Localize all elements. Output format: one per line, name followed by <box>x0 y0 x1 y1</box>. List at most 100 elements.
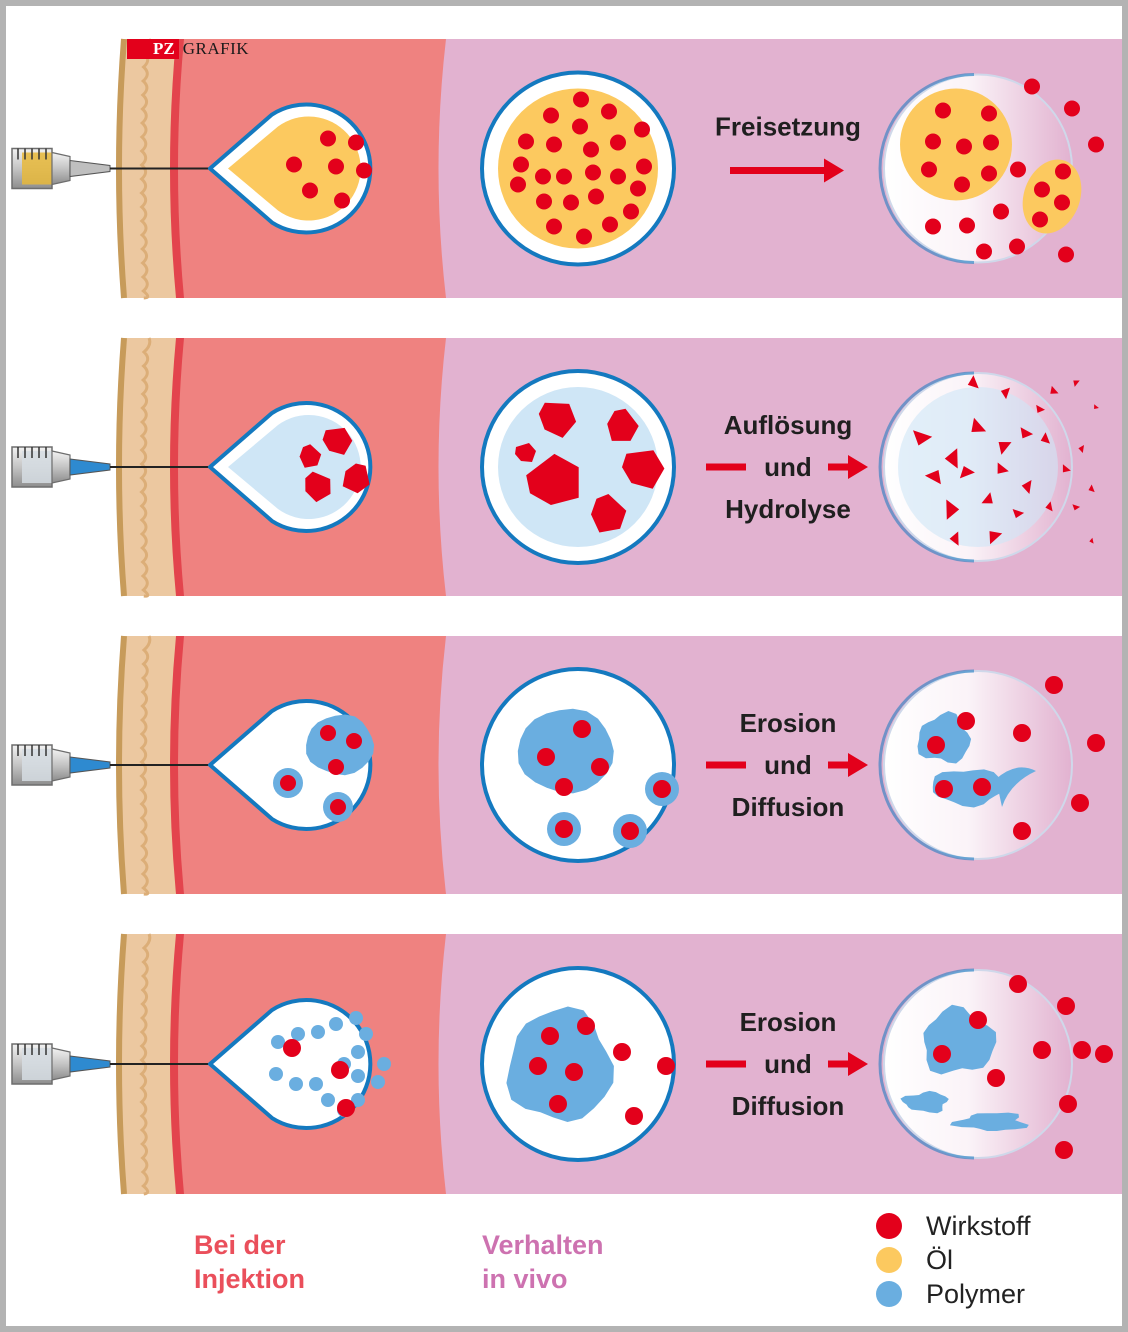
caption-injection-line-1: Bei der <box>194 1230 286 1260</box>
drug-particle <box>987 1069 1005 1087</box>
polymer-bead <box>329 1017 343 1031</box>
drug-particle <box>969 1011 987 1029</box>
caption-injection: Bei der Injektion <box>194 1228 305 1296</box>
release-mechanism-diagram: FreisetzungAuflösungundHydrolyseErosionu… <box>11 38 1122 1196</box>
release-arrow-head <box>824 158 844 183</box>
caption-in-vivo-line-2: in vivo <box>482 1264 568 1294</box>
syringe-neck <box>51 748 71 782</box>
drug-fragment <box>971 417 987 432</box>
drug-particle <box>302 182 318 199</box>
legend-swatch-polymer <box>876 1281 902 1307</box>
syringe-neck <box>51 151 71 186</box>
drug-particle <box>546 218 562 235</box>
drug-particle <box>536 193 552 210</box>
drug-particle <box>957 712 975 730</box>
drug-particle <box>330 799 346 815</box>
drug-particle <box>613 1043 631 1061</box>
drug-particle <box>636 158 652 175</box>
drug-fragment <box>913 430 933 446</box>
drug-particle <box>602 216 618 233</box>
drug-particle <box>1054 194 1070 211</box>
drug-fragment <box>989 531 1003 545</box>
release-circle-edge <box>878 73 975 264</box>
polymer-bead <box>351 1045 365 1059</box>
drug-particle <box>331 1061 349 1079</box>
drug-fragment <box>944 448 958 469</box>
drug-particle <box>601 103 617 120</box>
drug-particle <box>933 1045 951 1063</box>
drug-fragment <box>1072 504 1081 511</box>
polymer-bead <box>351 1069 365 1083</box>
drug-crystal <box>607 408 639 441</box>
drug-particle <box>976 243 992 260</box>
drug-particle <box>653 780 671 798</box>
legend-item-oel: Öl <box>876 1243 1031 1277</box>
syringe-neck <box>51 450 71 484</box>
release-circle-edge <box>878 669 975 861</box>
drug-particle <box>576 228 592 245</box>
legend-label-wirkstoff: Wirkstoff <box>926 1210 1031 1241</box>
polymer-bead <box>359 1027 373 1041</box>
polymer-bead <box>321 1093 335 1107</box>
drug-particle <box>563 194 579 211</box>
polymer-bead <box>371 1075 385 1089</box>
drug-particle <box>518 133 534 150</box>
syringe-hub <box>69 458 111 476</box>
mechanism-label-line: und <box>764 1049 812 1079</box>
legend-swatch-wirkstoff <box>876 1213 902 1239</box>
legend-label-polymer: Polymer <box>926 1278 1026 1309</box>
drug-particle <box>286 156 302 173</box>
polymer-fragment <box>949 1112 1029 1131</box>
syringe-neck <box>51 1047 71 1081</box>
drug-fragment <box>1021 480 1032 494</box>
drug-particle <box>935 780 953 798</box>
drug-crystal <box>622 450 665 489</box>
drug-fragment <box>1012 509 1025 519</box>
release-circle-edge <box>878 968 975 1160</box>
drug-particle <box>1013 822 1031 840</box>
drug-particle <box>320 725 336 741</box>
drug-particle <box>959 217 975 234</box>
drug-particle <box>1032 211 1048 228</box>
drug-particle <box>1055 163 1071 180</box>
mechanism-label-line: Diffusion <box>732 792 845 822</box>
drug-particle <box>1088 136 1104 153</box>
drug-particle <box>981 105 997 122</box>
mechanism-label-line: und <box>764 750 812 780</box>
drug-fragment <box>1089 537 1094 544</box>
drug-particle <box>927 736 945 754</box>
drug-particle <box>577 1017 595 1035</box>
skin-wave <box>139 635 152 896</box>
drug-particle <box>1034 181 1050 198</box>
drug-particle <box>546 136 562 153</box>
drug-particle <box>513 156 529 173</box>
drug-crystal <box>322 427 353 455</box>
skin-wave <box>139 337 152 598</box>
eroding-microsphere <box>932 769 1005 808</box>
drug-particle <box>1057 997 1075 1015</box>
drug-particle <box>565 1063 583 1081</box>
drug-particle <box>1055 1141 1073 1159</box>
drug-particle <box>537 748 555 766</box>
drug-fragment <box>1045 501 1053 512</box>
polymer-bead <box>269 1067 283 1081</box>
drug-fragment <box>1094 404 1099 409</box>
caption-injection-line-2: Injektion <box>194 1264 306 1294</box>
drug-fragment <box>924 470 941 485</box>
row-1-oil: Freisetzung <box>208 70 1104 267</box>
drug-particle <box>983 134 999 151</box>
drug-fragment <box>946 499 960 520</box>
row-4-syringe <box>11 1043 218 1085</box>
drug-particle <box>1071 794 1089 812</box>
syringe-content <box>22 152 52 185</box>
release-arrow-head <box>848 753 868 777</box>
drug-particle <box>588 188 604 205</box>
drug-crystal <box>526 453 579 505</box>
release-circle-edge <box>878 371 975 563</box>
mechanism-label-line: Diffusion <box>732 1091 845 1121</box>
drug-crystal <box>305 471 331 503</box>
drug-particle <box>283 1039 301 1057</box>
drug-particle <box>1073 1041 1091 1059</box>
